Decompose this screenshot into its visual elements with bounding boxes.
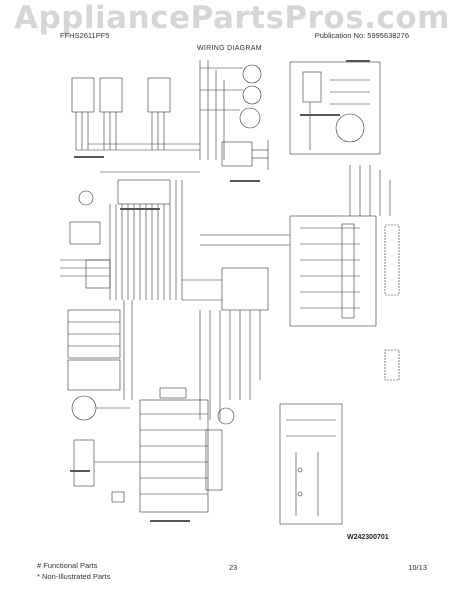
component-block (71, 77, 95, 113)
connector-block (205, 429, 223, 491)
motor-symbol (217, 407, 235, 425)
diagram-code: W242300701 (347, 534, 389, 541)
control-board (289, 215, 377, 327)
motor-symbol (242, 64, 262, 84)
connector-block (117, 179, 171, 205)
component-block (99, 77, 123, 113)
damper-box (279, 403, 343, 525)
footnote-functional: # Functional Parts (37, 561, 98, 570)
motor-symbol (239, 107, 261, 129)
relay-block (221, 141, 253, 167)
connector-block (67, 359, 121, 391)
control-box (289, 61, 381, 155)
publication-number: Publication No: 5995638276 (314, 31, 409, 40)
model-number: FFHS2611PF5 (60, 31, 110, 40)
component-block (147, 77, 171, 113)
motor-symbol (242, 85, 262, 105)
fan-symbol (78, 190, 94, 206)
footnote-non-illustrated: * Non-Illustrated Parts (37, 572, 111, 581)
diagram-title: WIRING DIAGRAM (197, 45, 262, 52)
main-control-board (139, 399, 209, 513)
connector-block (85, 259, 111, 289)
watermark: AppliancePartsPros.com (14, 0, 450, 36)
component-block (73, 439, 95, 487)
connector-block (221, 267, 269, 311)
revision-date: 10/13 (408, 563, 427, 572)
motor-symbol (71, 395, 97, 421)
page-number: 23 (229, 563, 238, 572)
